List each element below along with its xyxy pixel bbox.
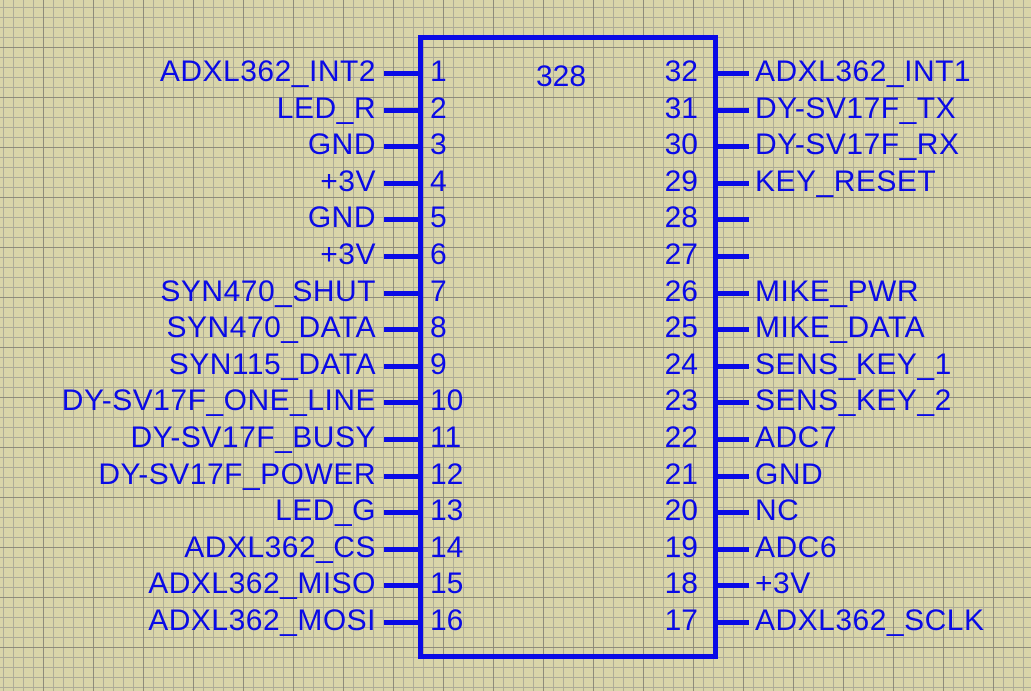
pin-2-lead[interactable] [384,107,420,113]
pin-10-number: 10 [430,384,464,418]
pin-3-lead[interactable] [384,144,420,150]
pin-19-lead[interactable] [713,546,749,552]
pin-15-net-label: ADXL362_MISO [148,567,376,601]
pin-10-net-label: DY-SV17F_ONE_LINE [61,384,376,418]
pin-8-net-label: SYN470_DATA [166,311,376,345]
pin-24-net-label: SENS_KEY_1 [755,347,952,381]
pin-12-number: 12 [430,457,464,491]
pin-13-net-label: LED_G [275,494,376,528]
pin-15-number: 15 [430,567,464,601]
pin-6-net-label: +3V [320,238,376,271]
ic-body[interactable] [418,35,718,659]
pin-4-lead[interactable] [384,180,420,186]
pin-23-number: 23 [664,384,698,418]
pin-5-net-label: GND [307,201,376,235]
pin-27-lead[interactable] [713,254,749,259]
pin-17-lead[interactable] [713,620,749,625]
pin-26-number: 26 [664,274,698,308]
pin-2-net-label: LED_R [276,91,376,125]
pin-25-lead[interactable] [713,327,749,333]
pin-18-number: 18 [664,567,698,601]
pin-28-number: 28 [664,201,698,235]
pin-25-number: 25 [664,311,698,345]
pin-32-net-label: ADXL362_INT1 [755,55,972,88]
pin-25-net-label: MIKE_DATA [755,311,926,345]
pin-1-lead[interactable] [384,71,420,76]
pin-17-net-label: ADXL362_SCLK [755,604,985,637]
pin-32-lead[interactable] [713,71,749,76]
pin-7-lead[interactable] [384,290,420,296]
pin-3-net-label: GND [307,128,376,162]
pin-17-number: 17 [664,604,698,637]
pin-24-number: 24 [664,347,698,381]
pin-29-number: 29 [664,164,698,198]
pin-19-number: 19 [664,530,698,564]
pin-6-lead[interactable] [384,254,420,259]
pin-5-number: 5 [430,201,447,235]
pin-16-lead[interactable] [384,620,420,625]
pin-15-lead[interactable] [384,583,420,589]
pin-22-number: 22 [664,421,698,454]
pin-12-lead[interactable] [384,473,420,479]
pin-27-number: 27 [664,238,698,271]
pin-18-net-label: +3V [755,567,811,601]
pin-21-net-label: GND [755,457,824,491]
pin-13-number: 13 [430,494,464,528]
pin-18-lead[interactable] [713,583,749,589]
pin-30-lead[interactable] [713,144,749,150]
pin-1-number: 1 [430,55,447,88]
pin-13-lead[interactable] [384,510,420,516]
pin-29-net-label: KEY_RESET [755,164,937,198]
pin-14-lead[interactable] [384,546,420,552]
pin-10-lead[interactable] [384,400,420,406]
pin-31-number: 31 [664,91,698,125]
pin-9-number: 9 [430,347,447,381]
pin-20-lead[interactable] [713,510,749,516]
pin-8-number: 8 [430,311,447,345]
pin-28-lead[interactable] [713,217,749,223]
pin-2-number: 2 [430,91,447,125]
pin-7-number: 7 [430,274,447,308]
pin-8-lead[interactable] [384,327,420,333]
pin-11-number: 11 [430,421,462,454]
pin-19-net-label: ADC6 [755,530,838,564]
pin-32-number: 32 [664,55,698,88]
pin-20-net-label: NC [755,494,800,528]
pin-30-net-label: DY-SV17F_RX [755,128,960,162]
pin-23-lead[interactable] [713,400,749,406]
pin-31-net-label: DY-SV17F_TX [755,91,957,125]
pin-24-lead[interactable] [713,363,749,369]
pin-26-lead[interactable] [713,290,749,296]
pin-4-net-label: +3V [320,164,376,198]
pin-11-net-label: DY-SV17F_BUSY [130,421,376,454]
pin-11-lead[interactable] [384,437,420,442]
pin-9-lead[interactable] [384,363,420,369]
pin-22-lead[interactable] [713,437,749,442]
pin-31-lead[interactable] [713,107,749,113]
pin-6-number: 6 [430,238,447,271]
pin-30-number: 30 [664,128,698,162]
pin-14-net-label: ADXL362_CS [184,530,376,564]
pin-3-number: 3 [430,128,447,162]
pin-20-number: 20 [664,494,698,528]
pin-16-net-label: ADXL362_MOSI [148,604,376,637]
pin-21-number: 21 [664,457,698,491]
pin-16-number: 16 [430,604,464,637]
pin-12-net-label: DY-SV17F_POWER [98,457,376,491]
pin-22-net-label: ADC7 [755,421,838,454]
pin-5-lead[interactable] [384,217,420,223]
pin-14-number: 14 [430,530,464,564]
pin-7-net-label: SYN470_SHUT [160,274,376,308]
pin-29-lead[interactable] [713,180,749,186]
part-label: 328 [536,60,587,93]
pin-23-net-label: SENS_KEY_2 [755,384,952,418]
pin-1-net-label: ADXL362_INT2 [159,55,376,88]
pin-21-lead[interactable] [713,473,749,479]
pin-9-net-label: SYN115_DATA [168,347,376,381]
pin-26-net-label: MIKE_PWR [755,274,920,308]
pin-4-number: 4 [430,164,447,198]
